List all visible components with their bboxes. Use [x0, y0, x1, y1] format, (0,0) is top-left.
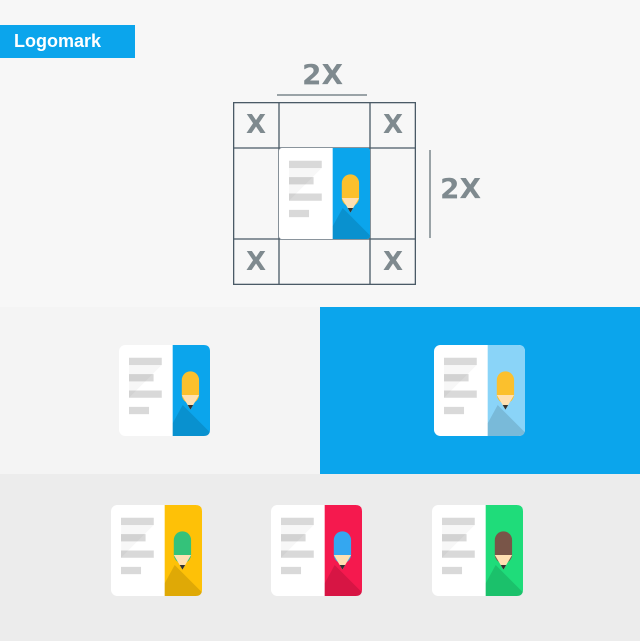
- clearspace-grid: X X X X: [233, 102, 416, 285]
- logomark-blue-variant: [434, 345, 525, 436]
- clearance-x-top-right: X: [382, 110, 404, 140]
- section-title-badge: Logomark: [0, 25, 135, 58]
- notes-pencil-icon: [111, 505, 202, 596]
- width-dimension-label: 2X: [302, 58, 344, 91]
- notes-pencil-icon: [434, 345, 525, 436]
- logomark-green-variant: [432, 505, 523, 596]
- notes-pencil-icon: [432, 505, 523, 596]
- height-dimension-label: 2X: [440, 172, 482, 205]
- width-dimension-line: [277, 94, 367, 96]
- notes-pencil-icon: [119, 345, 210, 436]
- clearance-x-top-left: X: [245, 110, 267, 140]
- clearance-x-bottom-left: X: [245, 247, 267, 277]
- notes-pencil-icon: [279, 148, 370, 239]
- clearspace-grid-lines: [233, 102, 416, 285]
- height-dimension-line: [429, 150, 431, 238]
- logomark-red-variant: [271, 505, 362, 596]
- logomark-yellow-variant: [111, 505, 202, 596]
- clearance-x-bottom-right: X: [382, 247, 404, 277]
- notes-pencil-icon: [271, 505, 362, 596]
- logomark-light-variant: [119, 345, 210, 436]
